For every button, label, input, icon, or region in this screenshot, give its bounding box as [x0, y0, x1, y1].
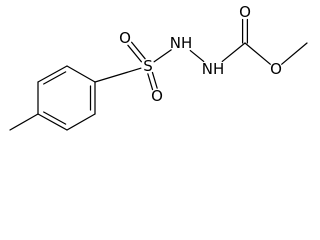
bond-c_carbonyl-o_ester	[244, 42, 271, 65]
atom-label-o-sulfonyl-top: O	[119, 29, 131, 47]
bond-s_sulfonyl-n_sulfonamide	[153, 49, 172, 63]
bond-c_ring_6-c_ring_1	[37, 113, 68, 131]
bond-n_hydrazide-c_carbonyl	[221, 42, 246, 63]
bond-n_sulfonamide-n_hydrazide	[189, 49, 205, 63]
atom-label-o-ester: O	[270, 60, 282, 78]
bonds-layer	[9, 18, 308, 131]
atom-label-o-sulfonyl-bottom: O	[151, 87, 163, 105]
bond-s_sulfonyl-o_sulfonyl_top-b	[127, 44, 143, 63]
atom-label-n-sulfonamide: NH	[170, 34, 193, 52]
bond-o_ester-c_methoxy	[281, 42, 308, 65]
bond-c_ring_2-c_ring_3	[37, 65, 68, 83]
bond-c_ring_6-c_ring_1-inner	[43, 111, 67, 125]
bond-c_ring_2-c_ring_3-inner	[43, 71, 67, 85]
bond-c_methyl_ring-c_ring_1	[9, 113, 39, 131]
bond-c_ring_5-c_ring_6	[66, 113, 96, 131]
bond-c_ring_3-c_ring_4	[66, 65, 96, 83]
bond-c_ring_4-s_sulfonyl	[94, 67, 142, 83]
bond-s_sulfonyl-o_sulfonyl_top-a	[130, 41, 146, 60]
atom-label-n-hydrazide: NH	[202, 60, 225, 78]
atom-label-s-sulfonyl: S	[143, 57, 153, 75]
bond-s_sulfonyl-o_sulfonyl_bottom-b	[151, 71, 158, 89]
atom-label-o-carbonyl: O	[239, 3, 251, 21]
bond-s_sulfonyl-o_sulfonyl_bottom-a	[147, 73, 154, 91]
